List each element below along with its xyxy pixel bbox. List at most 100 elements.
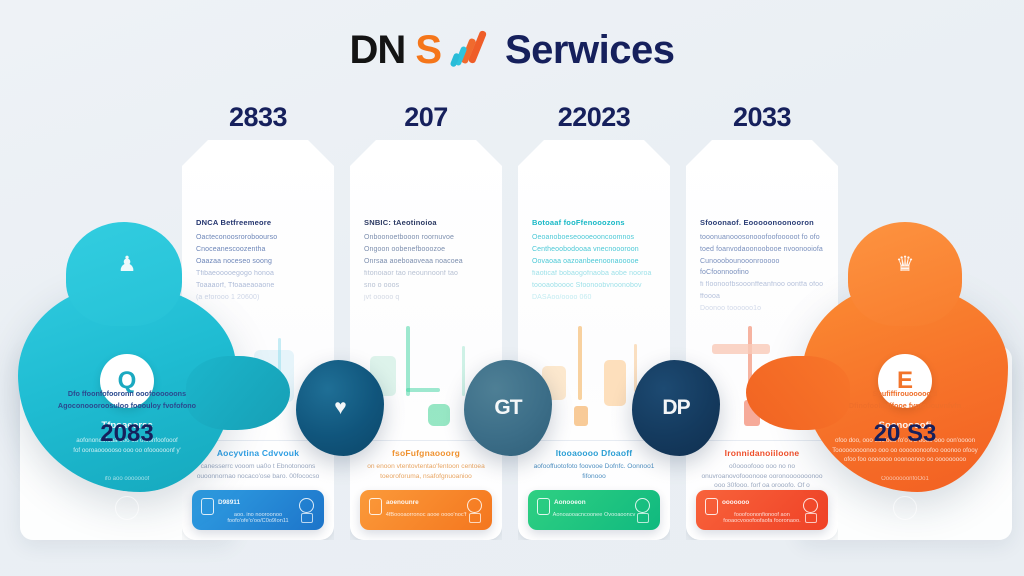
crescent-outline-icon: [893, 496, 917, 520]
gt-monogram-badge[interactable]: GT: [464, 360, 552, 456]
card-body-line: fiaoticaf bobaogofnaoba aobe nooroa: [532, 270, 652, 277]
left-blob-disc-icon: Q: [117, 367, 137, 394]
card-body-line: Oovaoaa oazoanbeenoonaooooe: [532, 258, 639, 265]
cta-sub-2: 4fBoooaorronoc aooe oooo'noc'f: [385, 512, 467, 518]
card-year-2: 207: [404, 102, 448, 132]
circle-outline-icon: [115, 496, 139, 520]
card-divider-1: [196, 440, 320, 441]
right-blob-tail: [746, 356, 850, 430]
dp-monogram-icon: DP: [662, 396, 690, 419]
card-divider-2: [364, 440, 488, 441]
card-cta-button-2[interactable]: aoenounre 4fBoooaorronoc aooe oooo'noc'f: [360, 490, 492, 530]
side-panel-right: Soufiffirouoooooid Dfinofookofffooe fvpf…: [800, 388, 1010, 448]
card-divider-4: [700, 440, 824, 441]
card-body-line: sno o ooos: [364, 282, 400, 289]
card-body-line: fi floonoofbsooonffeanfnoo oontfa ofoo: [700, 281, 824, 288]
left-blob-title: Tfpoaeorsc: [101, 420, 153, 431]
card-foot-title-1: Aocyvtina Cdvvouk: [216, 448, 300, 458]
left-blob-body-line: fof ooroaoooooso ooo oo ofoooooonf y': [73, 446, 181, 454]
side-panel-left: Dfo ffoonfofooronn ooofoooooons Agoconoo…: [22, 388, 232, 448]
card-foot-sub-3: aofooffuotofoto foovooe Dofnfc. Oonnoo1 …: [533, 463, 655, 480]
bookmark-icon: [369, 498, 382, 515]
card-body-line: tooonuanooosonooofoofooooot fo ofo: [700, 234, 820, 241]
card-year-1: 2833: [228, 102, 288, 132]
left-blob-body: aofononoofoaa ooo oo ofoonfoofooof fof o…: [42, 436, 212, 455]
gt-monogram-icon: GT: [494, 396, 522, 419]
card-body-2: SNBIC: tAeotinoioa Onboonoetbooon roornu…: [364, 218, 488, 304]
card-deck: 2833 I D D⊐ DNCA Betfreemeore Oacteconoo…: [0, 88, 1024, 540]
right-feature-blob[interactable]: ♛ E Soonoooofi ofoo doo, ooo ooo'ooo fo'…: [746, 222, 1008, 520]
left-blob-lobe: [66, 222, 182, 326]
card-body-line: Centheoobodooaa vnecnoooroon: [532, 246, 639, 253]
timeline-card-1[interactable]: DNCA Betfreemeore Oacteconoosroroboourso…: [182, 140, 334, 540]
card-divider-3: [532, 440, 656, 441]
card-body-line: toed foanvodaoonoobooe nvoonooiofa: [700, 246, 823, 253]
heart-icon: ♥: [334, 396, 347, 419]
cta-sub-4: fooofoononfionoof aon fooaocvooofoofaofa…: [723, 512, 801, 524]
diagonal-bars-logo-icon: [449, 29, 493, 71]
lightbulb-icon: [467, 498, 482, 513]
shield-icon: [299, 498, 314, 513]
card-cta-button-1[interactable]: D98911 aoo. ino nooroonoo foofo'ofe'o'oo…: [192, 490, 324, 530]
heart-shield-badge[interactable]: ♥: [296, 360, 384, 456]
left-blob-body-line: aofononoofoaa ooo oo ofoonfoofooof: [76, 437, 178, 444]
right-blob-top-icon: ♛: [895, 253, 915, 276]
right-blob-disc-icon: E: [896, 367, 913, 394]
cta-sub-1: aoo. ino nooroonoo foofo'ofe'o'oo/C0o9Io…: [227, 512, 289, 524]
side-left-sub-2: Agoconoooroosuloo fooouloy fvofofono: [57, 401, 197, 410]
card-body-head-2: SNBIC: tAeotinoioa: [364, 218, 437, 227]
card-foot-title-2: fsoFufgnaooorg: [392, 448, 460, 458]
badge-icon: [301, 513, 313, 523]
card-body-line: (a eforooo 1 20600): [196, 294, 260, 301]
card-body-line: Oacteconoosroroboourso: [196, 234, 278, 241]
card-body-line: Onboonoetbooon roornuvoe: [364, 234, 454, 241]
card-body-line: ffoooa: [700, 293, 720, 300]
left-feature-blob[interactable]: ♟ Q Tfpoaeorsc aofononoofoaa ooo oo ofoo…: [18, 222, 290, 520]
card-body-head-1: DNCA Betfreemeore: [196, 218, 272, 227]
side-right-sub-2: Dfinofookofffooe fvpfooouvnfvfn: [848, 401, 962, 410]
card-year-3: 22023: [557, 102, 631, 132]
right-blob-body-line: ofoo doo, ooo ooo'ooo fo'o'o'o oooo ooo …: [834, 437, 976, 444]
card-body-line: Ongoon oobenefbooozoe: [364, 246, 446, 253]
card-body-line: Onrsaa aoeboaoveaa noacoea: [364, 258, 463, 265]
document-icon: [201, 498, 214, 515]
card-illustration-3: [518, 326, 670, 438]
side-left-sub-1: Dfo ffoonfofooronn ooofoooooons: [67, 389, 187, 398]
medal-icon: [803, 498, 818, 513]
brand-word-text: Serwices: [505, 28, 675, 72]
right-blob-body: ofoo doo, ooo ooo'ooo fo'o'o'o oooo ooo …: [826, 436, 984, 465]
brand-dn-text: DN: [349, 28, 407, 72]
timeline-card-2[interactable]: SNBIC: tAeotinoioa Onboonoetbooon roornu…: [350, 140, 502, 540]
card-body-head-4: Sfooonaof. Eooooonoonooron: [700, 218, 814, 227]
card-foot-sub-1: canesserrc vooom ua0o t Ebnotonoons ouoo…: [196, 463, 320, 480]
card-body-line: fitonoiaor tao neounnoonf tao: [364, 270, 458, 277]
dp-monogram-badge[interactable]: DP: [632, 360, 720, 456]
cta-label-1: D98911: [218, 499, 241, 506]
card-foot-title-3: Itooaoooo Dfoaoff: [555, 448, 633, 458]
right-blob-title: Soonoooofi: [878, 420, 932, 431]
right-blob-body-line: Tooooooooonoo ooo oo oooooonoofoo ooonoo…: [832, 446, 978, 454]
card-body-head-3: Botoaaf fooFfenooozons: [532, 218, 625, 227]
key-icon: [537, 498, 550, 515]
ribbon-icon: [805, 513, 817, 523]
card-cta-button-4[interactable]: ooooooo fooofoononfionoof aon fooaocvooo…: [696, 490, 828, 530]
card-cta-button-3[interactable]: Aonooeon Aonoaooacncoonee Ovooaooncv: [528, 490, 660, 530]
tag-icon: [637, 513, 649, 523]
page-header: DN S Serwices: [0, 22, 1024, 78]
card-body-line: Cnoceanescoozentha: [196, 246, 266, 253]
card-body-line: Toaaaorf, Tfoaaeaoaone: [196, 282, 275, 289]
right-blob-tag: OooooooonfoOo1: [881, 476, 929, 482]
gear-icon: [469, 513, 481, 523]
timeline-card-3[interactable]: Botoaaf fooFfenooozons Oeoanoboeseoooeoo…: [518, 140, 670, 540]
card-illustration-2: [350, 326, 502, 438]
side-right-number: 20 S3: [873, 420, 937, 447]
right-blob-body-line: ofoo foo ooooooo ooonoonoo oo ooooooooo: [843, 456, 967, 463]
pin-icon: [705, 498, 718, 515]
left-blob-top-icon: ♟: [117, 253, 137, 276]
card-body-line: Tfibaeooooegogo honoa: [196, 270, 275, 277]
right-blob-lobe: [848, 222, 962, 326]
left-blob-tag: ifo aoo ooooooof: [104, 476, 150, 482]
cta-sub-3: Aonoaooacncoonee Ovooaooncv: [552, 512, 636, 518]
card-foot-sub-2: on enoon vtentovtentao'fentoon centoea t…: [367, 463, 485, 480]
card-foot-title-4: Ironnidanoiiloone: [724, 448, 800, 458]
